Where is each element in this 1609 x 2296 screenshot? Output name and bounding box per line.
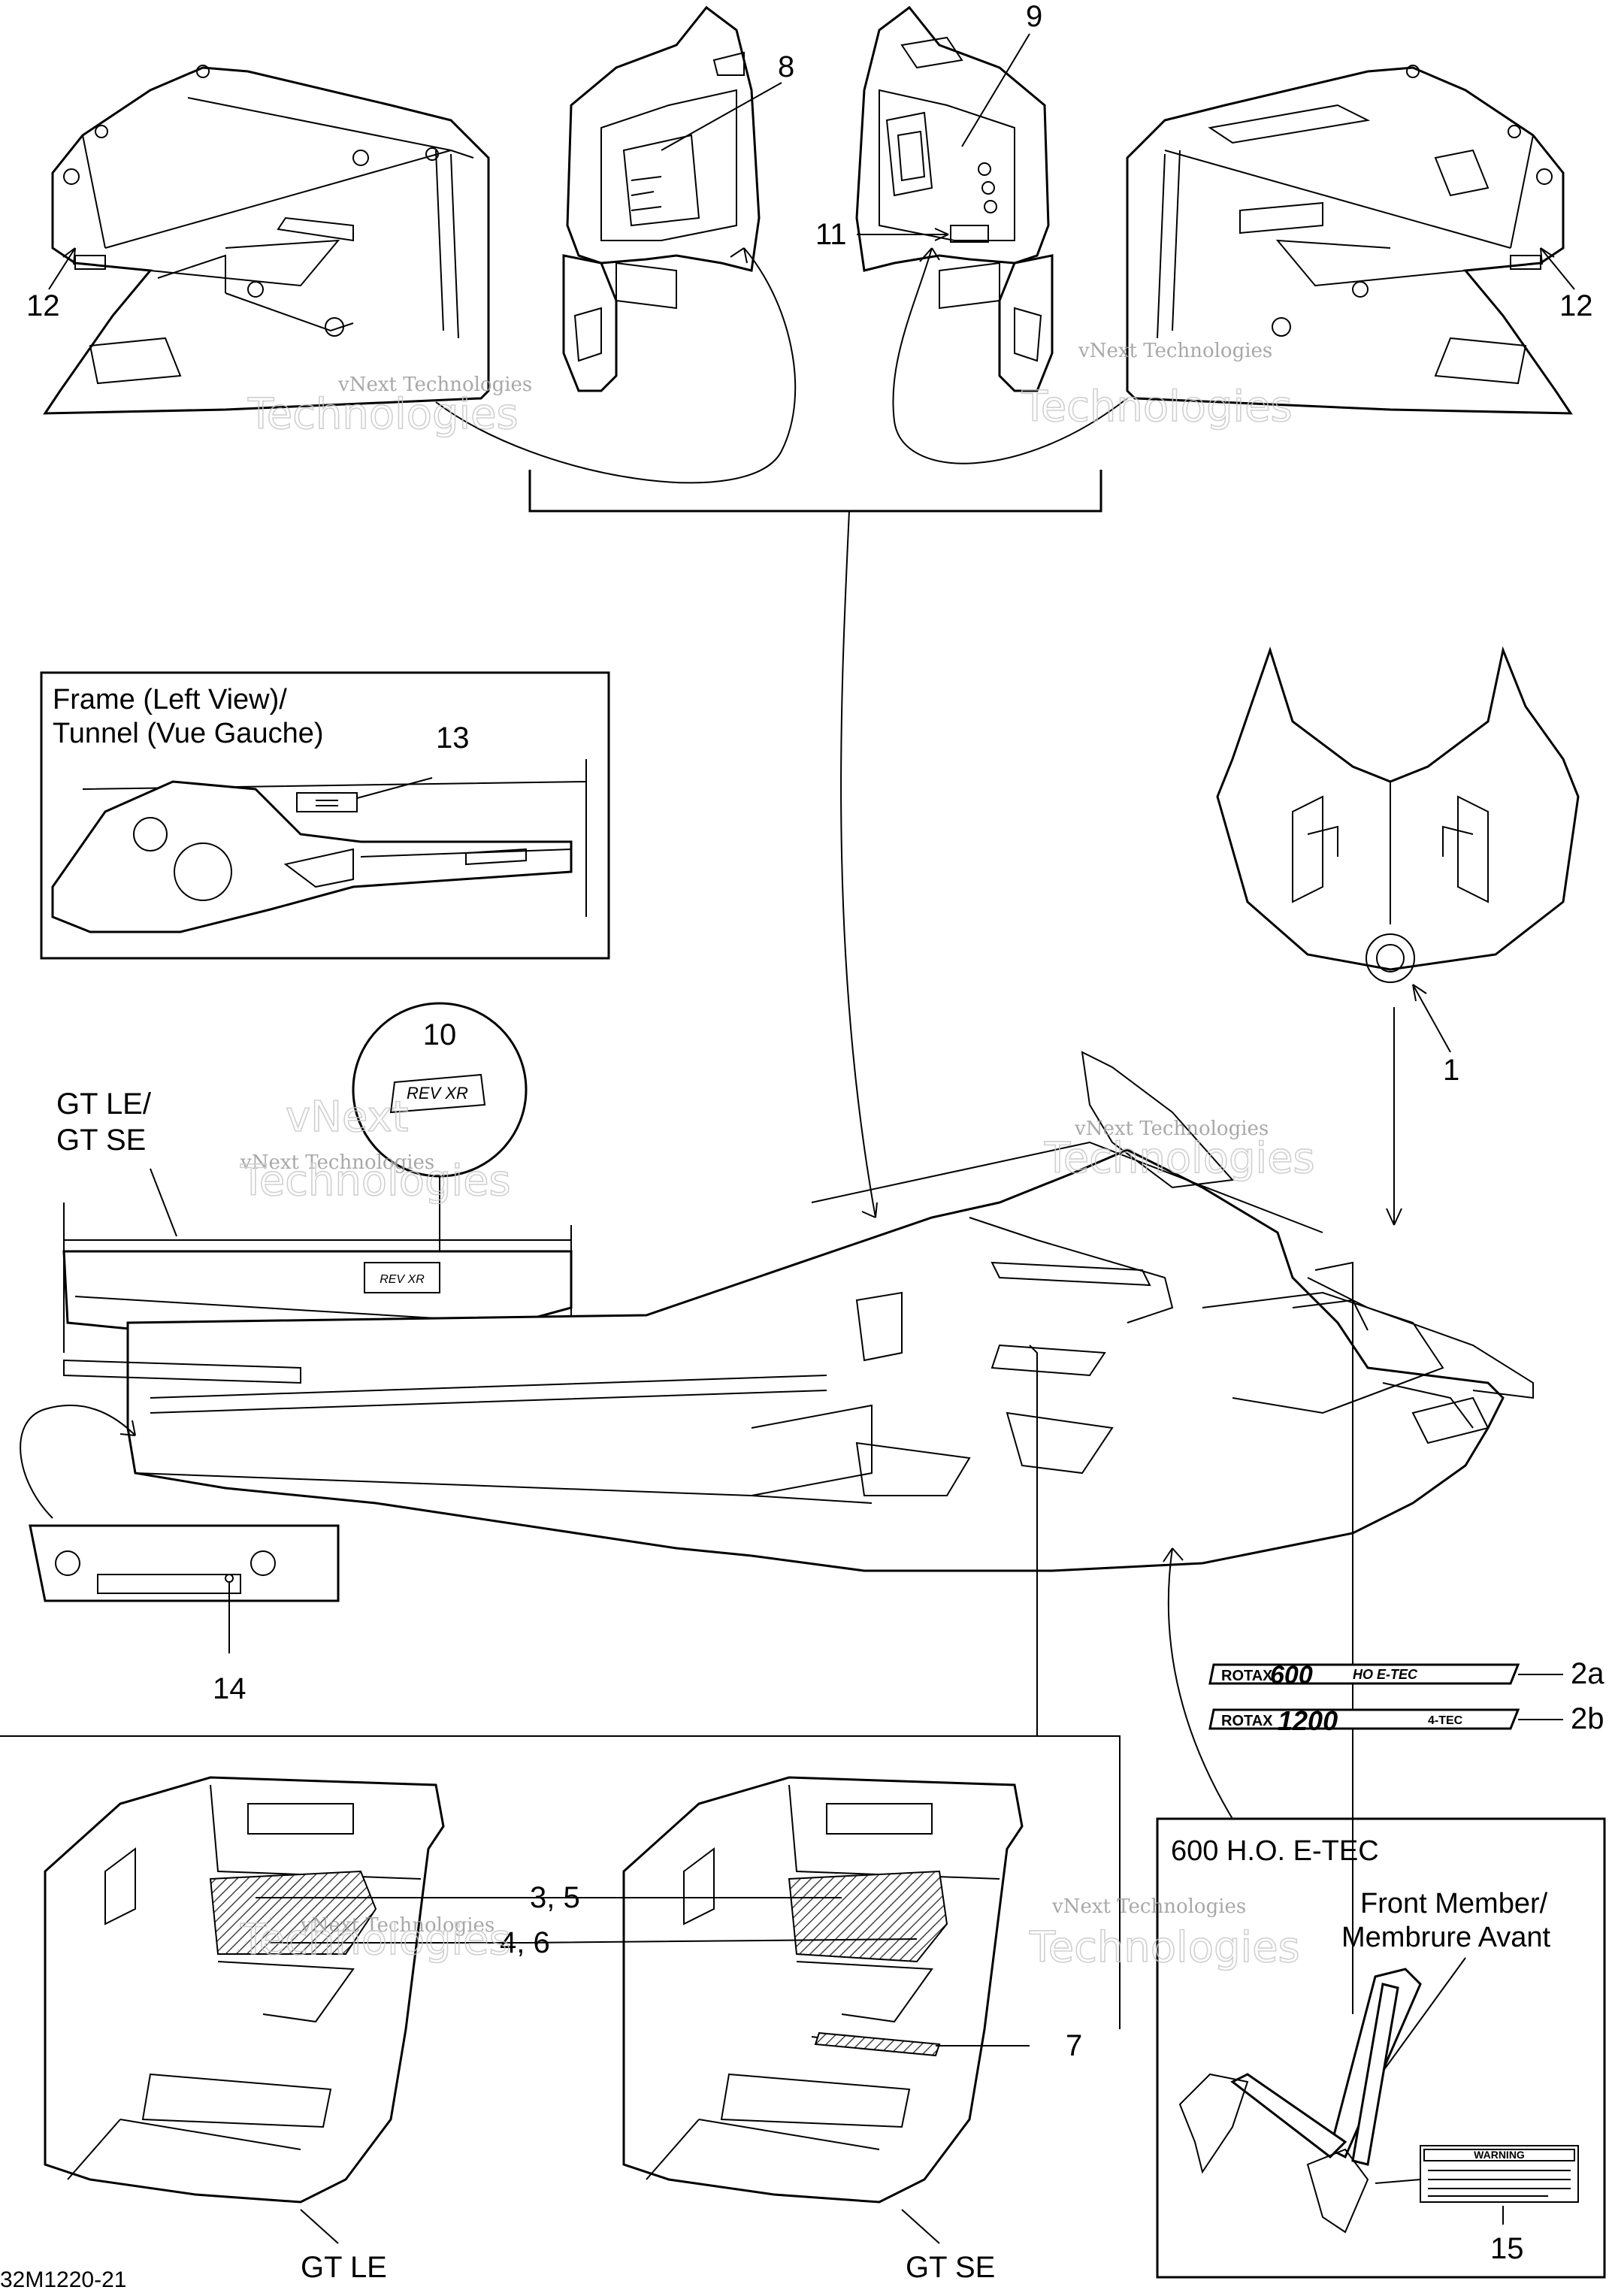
frame-title-line2: Tunnel (Vue Gauche): [53, 718, 324, 749]
callout-15: 15: [1490, 2232, 1524, 2265]
side-panel-left: [43, 65, 490, 415]
group-bracket: [528, 470, 1102, 513]
side-panel-right: [1126, 65, 1573, 415]
watermark-3: vNext Technologies: [240, 1151, 434, 1174]
callout-12-left: 12: [26, 289, 60, 322]
rotax600-suffix: HO E-TEC: [1353, 1667, 1418, 1682]
gt-label-top-line2: GT SE: [56, 1124, 146, 1157]
side-panel-gt-le: [44, 1776, 445, 2204]
label-gt-le: GT LE: [301, 2251, 387, 2284]
rev-xr-decal-tunnel: REV XR: [380, 1273, 425, 1286]
watermark-2b: Technologies: [1021, 383, 1293, 431]
gt-label-top-line1: GT LE/: [56, 1087, 152, 1121]
decal-arrow: [1167, 1547, 1233, 1820]
callout-13: 13: [436, 721, 470, 755]
callout-2b: 2b: [1571, 1702, 1604, 1735]
rotax1200-suffix: 4-TEC: [1428, 1714, 1463, 1727]
watermark-6b: Technologies: [1029, 1923, 1300, 1972]
watermark-6: vNext Technologies: [1051, 1895, 1246, 1918]
bracket-arrow: [840, 510, 876, 1218]
rotax600-model: 600: [1270, 1661, 1313, 1689]
watermark-5b: Technologies: [240, 1916, 511, 1965]
bumper-arrow: [20, 1404, 136, 1519]
front-member-line1: Front Member/: [1360, 1888, 1548, 1919]
callout-12-right: 12: [1559, 289, 1593, 322]
callout-14: 14: [213, 1672, 246, 1705]
rotax600-brand: ROTAX: [1221, 1668, 1273, 1684]
inner-panel-left: [562, 5, 761, 392]
watermark-1b: Technologies: [247, 390, 519, 439]
engine-box-title: 600 H.O. E-TEC: [1171, 1835, 1379, 1867]
frame-box: Frame (Left View)/ Tunnel (Vue Gauche) 1…: [40, 671, 610, 960]
warning-label: WARNING: [1474, 2149, 1525, 2161]
callout-2a: 2a: [1571, 1657, 1604, 1690]
callout-11: 11: [815, 218, 847, 251]
watermark-3a: vNext: [286, 1093, 409, 1142]
figure-code: 32M1220-21: [0, 2267, 126, 2292]
callout-10: 10: [423, 1018, 457, 1051]
watermark-4: vNext Technologies: [1074, 1118, 1269, 1140]
callout-3-5: 3, 5: [530, 1881, 580, 1914]
watermark-4b: Technologies: [1044, 1134, 1315, 1183]
front-member-line2: Membrure Avant: [1341, 1922, 1551, 1953]
engine-box: 600 H.O. E-TEC Front Member/ Membrure Av…: [1156, 1817, 1606, 2279]
section-divider: [0, 1735, 1121, 2029]
watermark-5: vNext Technologies: [300, 1914, 494, 1937]
rotax-decals: ROTAX 600 HO E-TEC ROTAX 1200 4-TEC 2a 2…: [1208, 1657, 1604, 1736]
watermark-3b: Technologies: [240, 1157, 511, 1205]
watermark-1: vNext Technologies: [337, 374, 532, 396]
rev-xr-decal-circle: REV XR: [407, 1084, 468, 1103]
inner-panel-right: [855, 5, 1054, 392]
watermark-2: vNext Technologies: [1078, 340, 1272, 362]
hood: 1: [1216, 646, 1580, 1226]
callout-4-6: 4, 6: [500, 1926, 550, 1959]
watermarks: vNext Technologies Technologies vNext Te…: [239, 340, 1315, 1973]
frame-title-line1: Frame (Left View)/: [53, 684, 287, 715]
rotax1200-brand: ROTAX: [1221, 1713, 1273, 1729]
snowmobile-body: [63, 1051, 1534, 1572]
label-gt-se: GT SE: [906, 2251, 995, 2284]
connector-curve-right: [892, 247, 1128, 464]
side-panel-gt-se: [622, 1776, 1024, 2204]
callout-1: 1: [1443, 1054, 1459, 1087]
callout-7: 7: [1066, 2029, 1082, 2062]
rotax1200-model: 1200: [1278, 1705, 1338, 1736]
callout-9: 9: [1026, 0, 1042, 33]
rear-bumper: 14: [29, 1524, 340, 1705]
connector-curve-left: [435, 247, 797, 484]
callout-8: 8: [778, 50, 794, 83]
